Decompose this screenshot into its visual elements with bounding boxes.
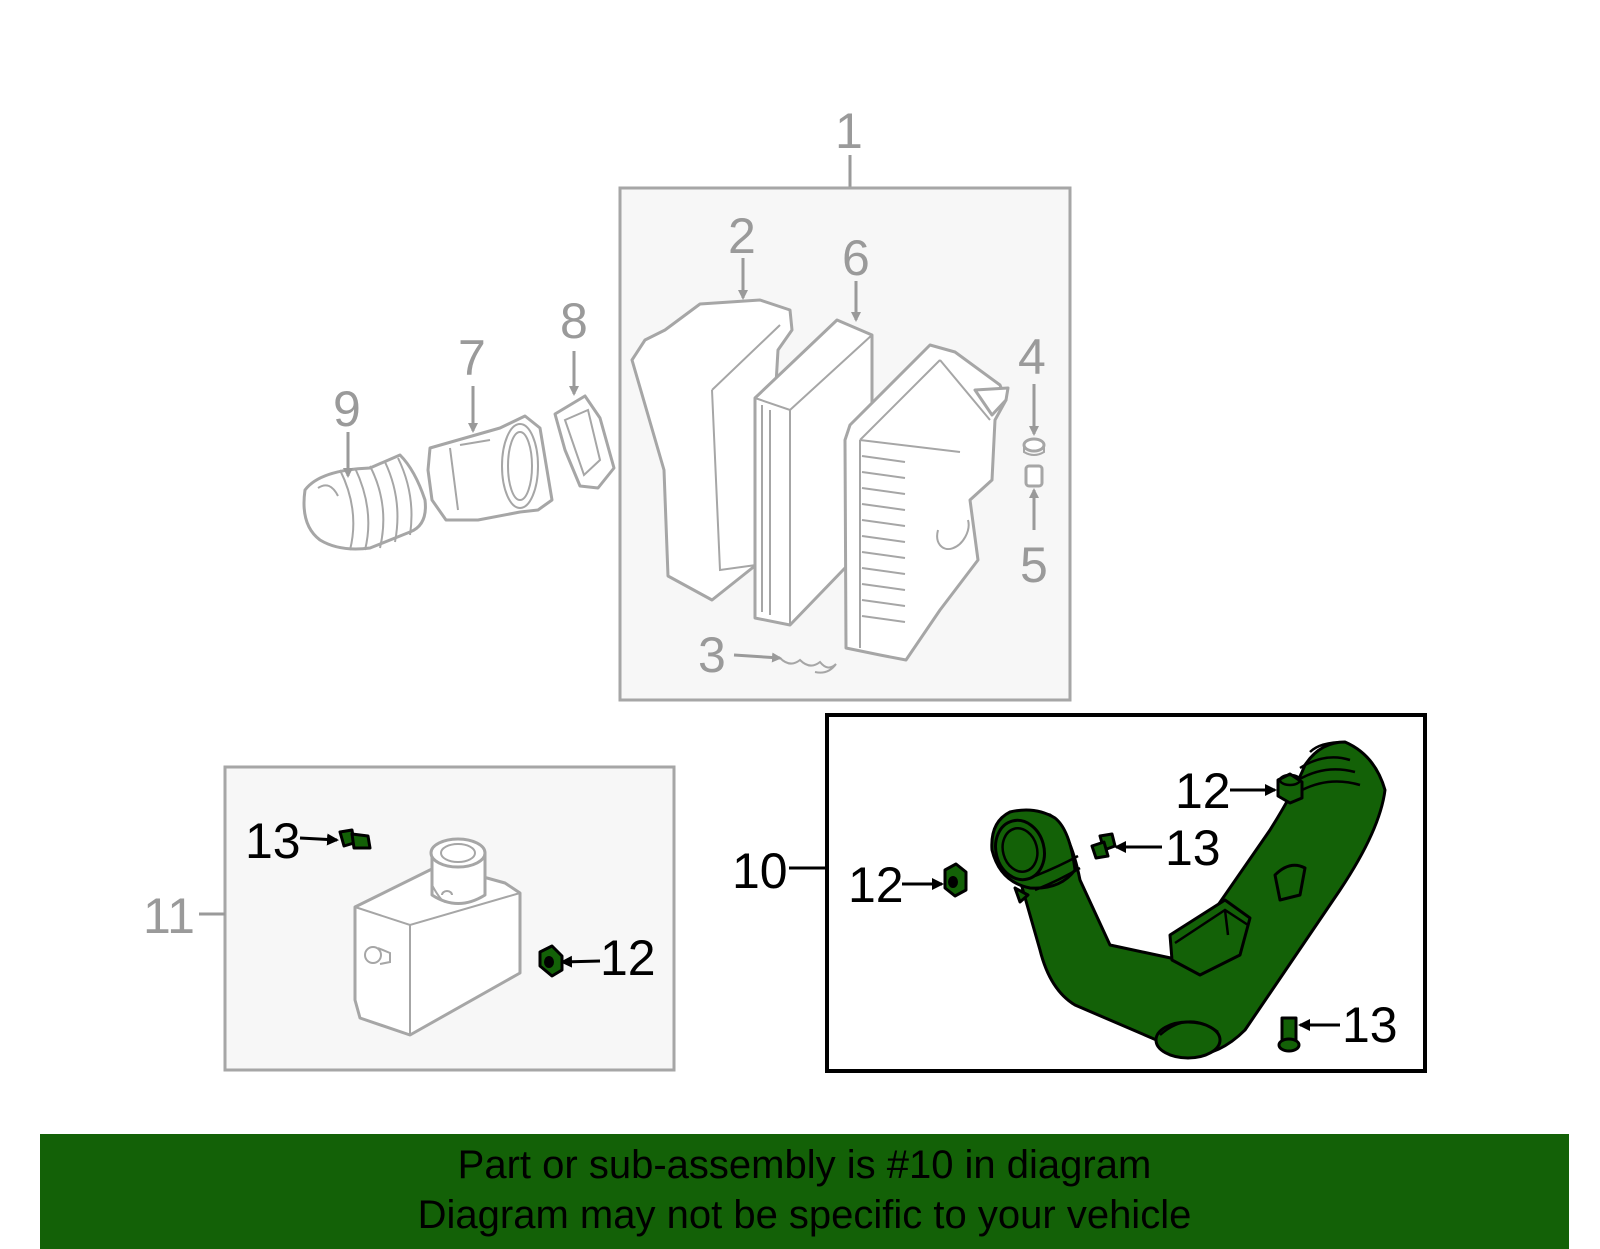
banner-line-1: Part or sub-assembly is #10 in diagram — [457, 1143, 1152, 1187]
callout-11: 11 — [143, 888, 195, 944]
part-9-intake-hose — [302, 453, 427, 551]
part-6-filter-element — [753, 318, 874, 627]
svg-text:1: 1 — [835, 103, 863, 159]
callout-4: 4 — [1018, 329, 1046, 436]
svg-text:2: 2 — [728, 208, 756, 264]
svg-text:8: 8 — [560, 293, 588, 349]
callout-3: 3 — [698, 627, 782, 683]
svg-text:13: 13 — [245, 813, 301, 869]
svg-text:12: 12 — [600, 930, 656, 986]
callout-13-a: 13 — [1114, 820, 1221, 876]
svg-text:10: 10 — [732, 843, 788, 899]
part-13-bolt-box11 — [338, 828, 372, 850]
svg-text:12: 12 — [1175, 763, 1231, 819]
callout-8: 8 — [560, 293, 588, 396]
part-12-grommet-box11 — [538, 944, 564, 978]
part-10-air-duct[interactable] — [989, 740, 1387, 1060]
part-3-clip — [779, 657, 837, 674]
svg-text:11: 11 — [143, 888, 195, 944]
part-5-pin — [1024, 464, 1044, 488]
callout-12-a: 12 — [848, 857, 944, 913]
info-banner: Part or sub-assembly is #10 in diagram D… — [40, 1134, 1569, 1249]
callout-5: 5 — [1020, 488, 1048, 593]
part-13-bolt-a — [1090, 832, 1117, 860]
callout-2: 2 — [728, 208, 756, 300]
svg-text:12: 12 — [848, 857, 904, 913]
svg-text:4: 4 — [1018, 329, 1046, 385]
part-2-upper-cover — [630, 298, 794, 602]
part-7-airflow-sensor — [426, 414, 554, 522]
callout-12-b: 12 — [1175, 763, 1277, 819]
callout-13-b: 13 — [1298, 997, 1398, 1053]
part-12-grommet-a — [943, 862, 968, 898]
part-11-resonator — [353, 837, 522, 1037]
callout-7: 7 — [458, 330, 486, 433]
callout-13-box11: 13 — [245, 813, 339, 869]
part-12-grommet-b — [1276, 772, 1304, 805]
svg-text:6: 6 — [842, 230, 870, 286]
svg-text:7: 7 — [458, 330, 486, 386]
callout-12-box11: 12 — [560, 930, 656, 986]
svg-text:13: 13 — [1165, 820, 1221, 876]
svg-text:3: 3 — [698, 627, 726, 683]
svg-text:13: 13 — [1342, 997, 1398, 1053]
callout-9: 9 — [333, 381, 361, 478]
banner-line-2: Diagram may not be specific to your vehi… — [417, 1193, 1192, 1237]
part-4-grommet — [1022, 437, 1046, 456]
callout-6: 6 — [842, 230, 870, 322]
callout-1: 1 — [835, 103, 863, 159]
callout-10: 10 — [732, 843, 788, 899]
svg-text:5: 5 — [1020, 537, 1048, 593]
svg-text:9: 9 — [333, 381, 361, 437]
part-1-lower-housing — [843, 343, 1010, 662]
part-13-bolt-b — [1277, 1016, 1301, 1053]
part-8-gasket — [553, 394, 616, 490]
